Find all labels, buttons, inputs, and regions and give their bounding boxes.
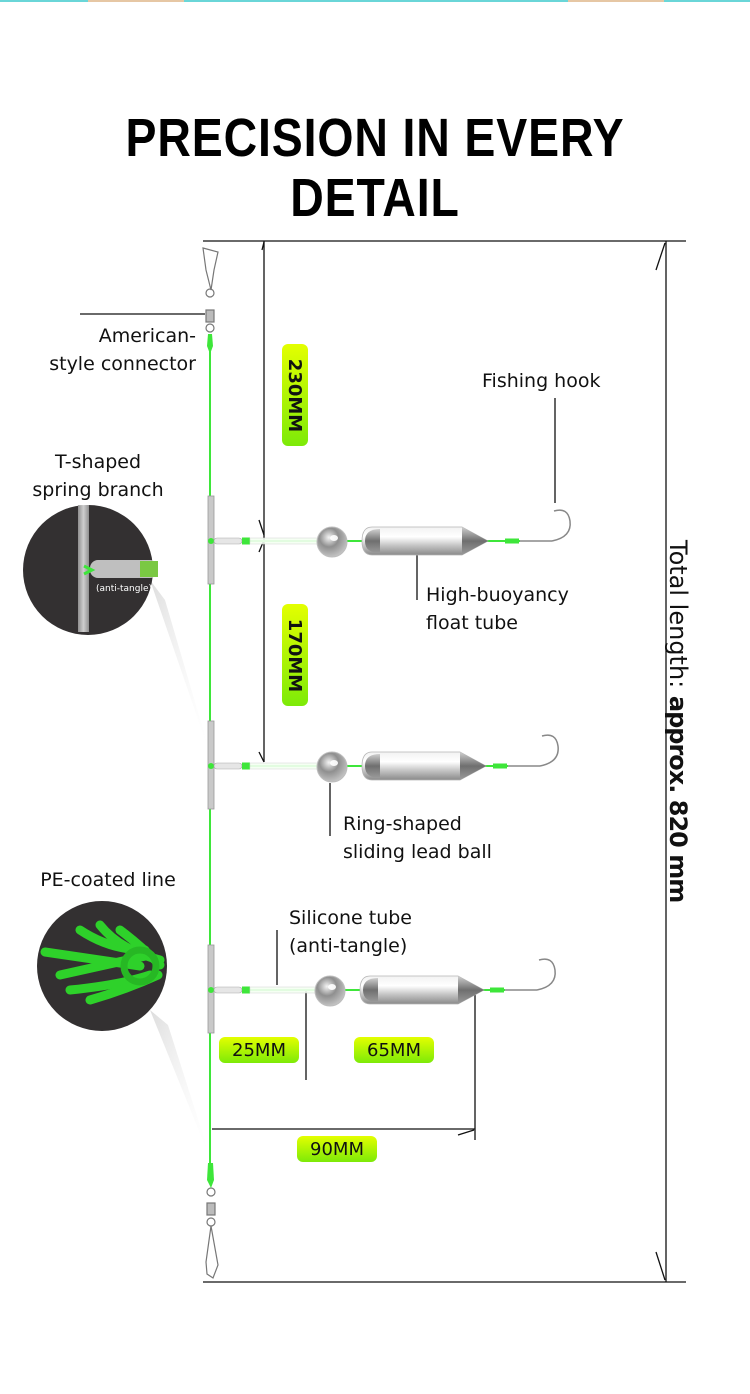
- lead-ball-label-line: Ring-shaped: [343, 813, 462, 835]
- crimp-sleeve: [505, 538, 519, 544]
- pe-line-label: PE-coated line: [40, 869, 176, 891]
- float-tube-icon: [359, 975, 485, 1005]
- bottom-snap-swivel-icon: [205, 1187, 219, 1279]
- dim-badge-170mm: 170MM: [282, 604, 308, 706]
- float-tube-cap: [363, 978, 378, 1002]
- lead-ball-label-line: sliding lead ball: [343, 841, 492, 863]
- pe-line-inset: [37, 901, 167, 1031]
- connector-label-line: style connector: [49, 353, 196, 375]
- float-tube-label-line: High-buoyancy: [426, 584, 569, 606]
- spring-branch-label-line: spring branch: [32, 479, 164, 501]
- arrow-tick: [655, 242, 666, 271]
- spring-coil: [213, 762, 243, 770]
- total-length-label: Total length: approx. 820 mm: [664, 540, 692, 902]
- ball-highlight: [330, 760, 338, 766]
- crimp-sleeve: [207, 334, 213, 354]
- arrow-tick: [457, 1129, 475, 1136]
- spring-branch-label-line: T-shaped: [54, 451, 142, 473]
- fishing-hook-icon: [551, 509, 571, 542]
- crimp-sleeve: [207, 1163, 214, 1188]
- dim-badge-230mm: 230MM: [282, 344, 308, 446]
- dimension-lines: [80, 240, 686, 1283]
- dim-value: 230MM: [284, 358, 306, 432]
- ball-highlight: [330, 535, 338, 541]
- spring-branch-inset: [23, 505, 158, 635]
- float-tube-cone: [458, 976, 484, 1004]
- fishing-hook-icon: [539, 734, 559, 767]
- spring-inset-caption: (anti-tangle): [96, 584, 153, 594]
- inset-beam: [150, 580, 212, 760]
- arrow-tick: [655, 1251, 666, 1281]
- silicone-tube-label-line: (anti-tangle): [289, 935, 408, 957]
- float-tube-cone: [460, 752, 486, 780]
- lead-ball-icon: [316, 526, 348, 558]
- arrow-tick: [258, 519, 265, 536]
- float-tube-cap: [365, 529, 380, 553]
- inset-beam: [150, 1010, 212, 1163]
- arrow-tick: [258, 751, 265, 763]
- fishing-hook-icon: [536, 958, 556, 991]
- silicone-tube: [249, 986, 319, 994]
- silicone-tube-label: Silicone tube (anti-tangle): [289, 904, 412, 960]
- total-length-prefix: Total length:: [664, 540, 692, 689]
- accent-segment: [88, 0, 184, 2]
- silicone-tube: [249, 537, 319, 545]
- crimp-sleeve: [242, 762, 250, 770]
- crimp-sleeve: [242, 537, 250, 545]
- lead-ball-icon: [316, 751, 348, 783]
- total-length-value: approx. 820 mm: [664, 695, 692, 903]
- fishing-hook-label: Fishing hook: [482, 370, 601, 392]
- lead-ball-label: Ring-shaped sliding lead ball: [343, 810, 492, 866]
- float-tube-label-line: float tube: [426, 612, 518, 634]
- top-accent-bar: [0, 0, 750, 2]
- dim-badge-90mm: 90MM: [297, 1136, 377, 1162]
- arrow-tick: [261, 241, 265, 251]
- top-snap-swivel-icon: [202, 247, 219, 333]
- float-tube-cap: [365, 754, 380, 778]
- silicone-tube-label-line: Silicone tube: [289, 907, 412, 929]
- float-tube-cone: [462, 527, 488, 555]
- connector-label-line: American-: [98, 325, 196, 347]
- spring-coil: [213, 986, 243, 994]
- crimp-sleeve: [242, 986, 250, 994]
- ball-highlight: [328, 984, 336, 990]
- crimp-sleeve: [490, 987, 504, 993]
- spring-knot: [208, 763, 214, 769]
- connector-label: American- style connector: [0, 322, 196, 378]
- spring-branch-label: T-shaped spring branch: [0, 448, 196, 504]
- page-title: PRECISION IN EVERY DETAIL: [125, 108, 625, 228]
- float-tube-icon: [361, 526, 489, 556]
- spring-knot: [208, 538, 214, 544]
- float-tube-label: High-buoyancy float tube: [426, 581, 569, 637]
- silicone-tube: [249, 762, 319, 770]
- spring-coil: [213, 537, 243, 545]
- dim-badge-25mm: 25MM: [219, 1037, 299, 1063]
- lead-ball-icon: [314, 975, 346, 1007]
- dim-value: 170MM: [284, 618, 306, 692]
- dim-badge-65mm: 65MM: [354, 1037, 434, 1063]
- float-tube-icon: [361, 751, 487, 781]
- crimp-sleeve: [493, 763, 507, 769]
- accent-segment: [568, 0, 664, 2]
- spring-knot: [208, 987, 214, 993]
